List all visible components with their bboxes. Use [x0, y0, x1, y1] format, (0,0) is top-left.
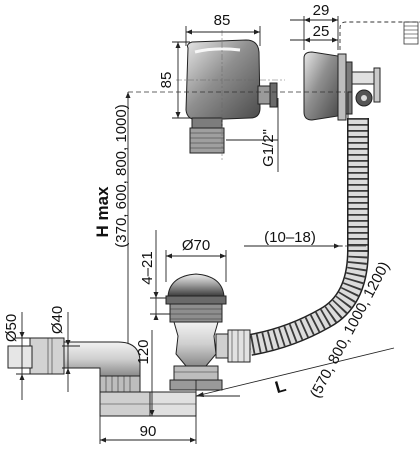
- dim-85-top-label: 85: [214, 12, 231, 29]
- dim-70: Ø70: [165, 237, 227, 282]
- trap-body: [7, 337, 197, 417]
- l-label: L: [273, 376, 288, 397]
- dim-120: 120: [135, 330, 160, 417]
- overflow-head-front: [176, 30, 285, 160]
- thread-g12: [189, 127, 225, 154]
- h-max-label: H max: [93, 186, 112, 238]
- dim-25-label: 25: [313, 23, 330, 40]
- dim-10-18: (10–18): [244, 229, 342, 249]
- dim-50: Ø50: [3, 312, 34, 400]
- flexible-hose: [247, 118, 369, 356]
- h-max-values: (370, 600, 800, 1000): [113, 104, 130, 247]
- dim-90-label: 90: [140, 423, 157, 440]
- dim-85-top: 85: [185, 12, 261, 46]
- dim-90: 90: [99, 380, 197, 444]
- overflow-head-side: [290, 16, 420, 123]
- dim-g12: G1/2": [226, 98, 279, 172]
- dim-l: [195, 347, 395, 397]
- waste-valve: [165, 273, 251, 391]
- dim-40: Ø40: [49, 306, 80, 392]
- dim-29-label: 29: [313, 2, 330, 19]
- dim-85-side-label: 85: [158, 72, 175, 89]
- dim-120-label: 120: [135, 339, 152, 364]
- dim-g12-label: G1/2": [260, 129, 277, 167]
- dim-10-18-label: (10–18): [264, 229, 316, 246]
- dim-70-label: Ø70: [182, 237, 210, 254]
- dim-40-label: Ø40: [49, 306, 66, 334]
- dim-4-21-label: 4–21: [139, 251, 156, 284]
- dim-85-side: 85: [158, 41, 190, 119]
- dim-50-label: Ø50: [3, 314, 20, 342]
